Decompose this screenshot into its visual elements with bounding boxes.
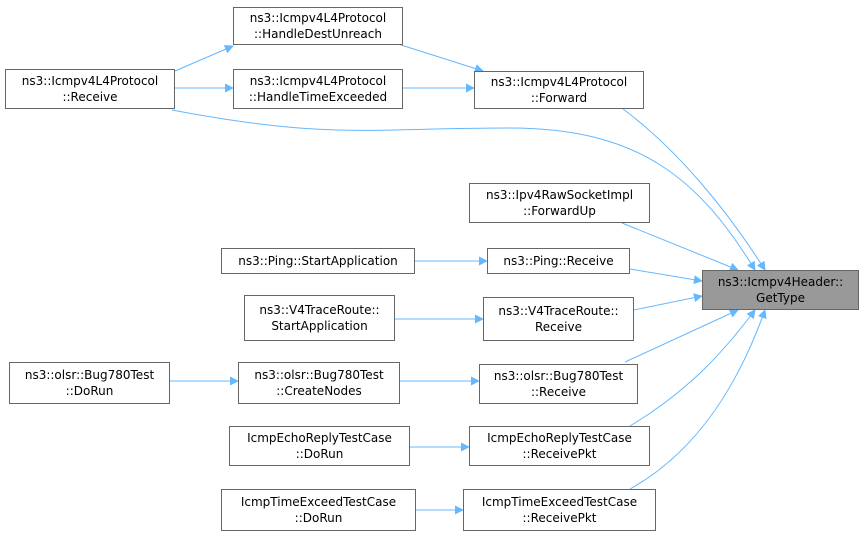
node-l4-receive[interactable]: ns3::Icmpv4L4Protocol::Receive	[5, 69, 175, 109]
node-label-line2: ::HandleTimeExceeded	[248, 90, 388, 104]
node-label-line1: ns3::olsr::Bug780Test	[254, 368, 384, 382]
node-label-line1: IcmpEchoReplyTestCase	[247, 431, 392, 445]
node-label-line1: ns3::olsr::Bug780Test	[493, 369, 624, 383]
node-label-line1: ns3::Icmpv4L4Protocol	[21, 74, 159, 88]
edge-exceed_receive_pkt-to-get_type	[629, 309, 767, 490]
node-label-line2: ::ReceivePkt	[522, 447, 597, 461]
edge-handle_dest_unreach-to-forward	[397, 43, 484, 73]
node-label-line2: ::ForwardUp	[523, 204, 596, 218]
edge-forward-to-get_type	[622, 108, 766, 271]
node-label-line1: IcmpEchoReplyTestCase	[487, 431, 632, 445]
edge-ping_receive-to-get_type	[629, 268, 703, 285]
edge-v4trace_receive-to-get_type	[633, 293, 703, 311]
node-label-line1: ns3::Ipv4RawSocketImpl	[485, 188, 634, 202]
node-label-line1: ns3::olsr::Bug780Test	[24, 368, 155, 382]
node-exceed-receive-pkt[interactable]: IcmpTimeExceedTestCase::ReceivePkt	[463, 489, 656, 531]
node-ping-start-application[interactable]: ns3::Ping::StartApplication	[221, 248, 415, 274]
edge-echo_receive_pkt-to-get_type	[629, 309, 756, 427]
node-echo-receive-pkt[interactable]: IcmpEchoReplyTestCase::ReceivePkt	[469, 426, 650, 466]
node-v4trace-start-application[interactable]: ns3::V4TraceRoute::StartApplication	[244, 295, 395, 341]
node-label-line2: ::HandleDestUnreach	[254, 27, 382, 41]
node-get-type: ns3::Icmpv4Header::GetType	[702, 270, 859, 310]
node-forward[interactable]: ns3::Icmpv4L4Protocol::Forward	[474, 71, 644, 109]
node-label-line2: StartApplication	[271, 319, 368, 333]
node-label-line2: ::Receive	[530, 385, 587, 399]
node-label-line2: ::DoRun	[65, 384, 114, 398]
node-bug780-dorun[interactable]: ns3::olsr::Bug780Test::DoRun	[9, 362, 170, 404]
node-label-line2: ::CreateNodes	[276, 384, 362, 398]
node-exceed-dorun[interactable]: IcmpTimeExceedTestCase::DoRun	[221, 489, 416, 531]
node-label-line2: ::DoRun	[295, 447, 344, 461]
node-label-line2: GetType	[756, 291, 805, 305]
node-label-line1: ns3::Ping::Receive	[503, 254, 614, 268]
edge-bug780_receive-to-get_type	[624, 309, 739, 363]
node-label-line1: ns3::Icmpv4L4Protocol	[249, 74, 387, 88]
node-raw-socket-forward-up[interactable]: ns3::Ipv4RawSocketImpl::ForwardUp	[469, 183, 650, 223]
node-label-line2: ::Receive	[62, 90, 118, 104]
node-label-line2: ::Forward	[530, 91, 588, 105]
edge-l4_receive-to-get_type	[171, 109, 756, 271]
node-bug780-create-nodes[interactable]: ns3::olsr::Bug780Test::CreateNodes	[238, 362, 400, 404]
node-label-line1: IcmpTimeExceedTestCase	[481, 495, 638, 509]
node-label-line1: ns3::Icmpv4L4Protocol	[490, 75, 628, 89]
node-label-line1: IcmpTimeExceedTestCase	[240, 495, 397, 509]
node-label-line1: ns3::V4TraceRoute::	[259, 303, 380, 317]
node-handle-dest-unreach[interactable]: ns3::Icmpv4L4Protocol::HandleDestUnreach	[233, 7, 403, 45]
node-handle-time-exceeded[interactable]: ns3::Icmpv4L4Protocol::HandleTimeExceede…	[233, 69, 403, 109]
node-label-line1: ns3::Icmpv4Header::	[717, 275, 844, 289]
node-label-line1: ns3::V4TraceRoute::	[498, 304, 619, 318]
node-echo-dorun[interactable]: IcmpEchoReplyTestCase::DoRun	[229, 426, 410, 466]
node-ping-receive[interactable]: ns3::Ping::Receive	[487, 248, 630, 274]
node-bug780-receive[interactable]: ns3::olsr::Bug780Test::Receive	[479, 364, 638, 404]
node-label-line1: ns3::Ping::StartApplication	[238, 254, 398, 268]
node-label-line2: ::DoRun	[294, 511, 343, 525]
node-label-line2: ::ReceivePkt	[522, 511, 597, 525]
edge-l4_receive-to-handle_dest_unreach	[174, 45, 234, 72]
node-label-line1: ns3::Icmpv4L4Protocol	[249, 11, 387, 25]
node-label-line2: Receive	[535, 320, 582, 334]
node-v4trace-receive[interactable]: ns3::V4TraceRoute::Receive	[483, 297, 634, 341]
edge-raw_socket_forward_up-to-get_type	[621, 222, 739, 272]
